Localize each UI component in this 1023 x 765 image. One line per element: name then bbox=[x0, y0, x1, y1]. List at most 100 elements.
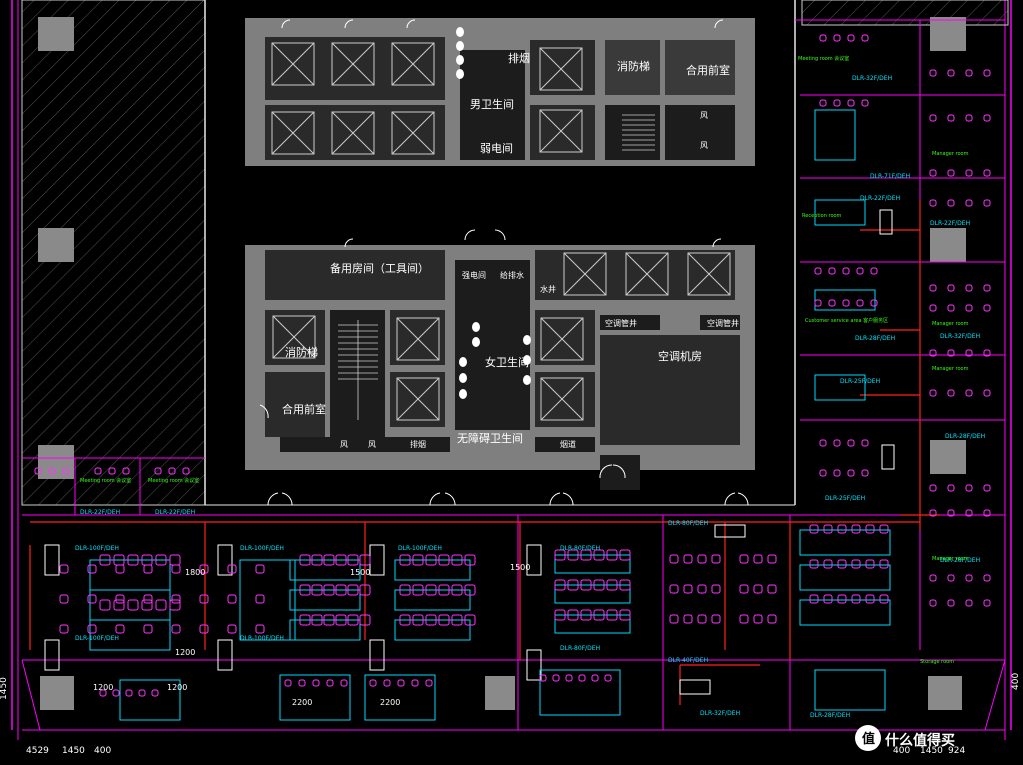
chair bbox=[856, 267, 864, 275]
chair bbox=[171, 594, 181, 604]
equip-label: DLR-22F/DEH bbox=[80, 509, 120, 516]
label-front-room-2: 合用前室 bbox=[282, 402, 326, 416]
chair bbox=[739, 554, 749, 564]
chair bbox=[823, 559, 833, 569]
chair bbox=[425, 614, 437, 626]
chair bbox=[983, 199, 991, 207]
ac-pipe-network bbox=[29, 200, 940, 705]
chair bbox=[299, 614, 311, 626]
chair bbox=[299, 584, 311, 596]
toilet-fixtures bbox=[456, 27, 531, 399]
label-electrical-room: 强电间 bbox=[462, 270, 486, 280]
chair bbox=[870, 267, 878, 275]
chair bbox=[347, 554, 359, 566]
label-water-room: 给排水 bbox=[500, 270, 524, 280]
chair bbox=[819, 34, 827, 42]
elevators-upper bbox=[271, 42, 583, 155]
chair bbox=[833, 469, 841, 477]
chair bbox=[108, 467, 116, 475]
equip-label: DLR-32F/DEH bbox=[852, 75, 892, 82]
label-wind-3: 风 bbox=[340, 440, 348, 449]
chair bbox=[739, 614, 749, 624]
equip-label: DLR-100F/DEH bbox=[240, 545, 284, 552]
dim-desk-2: 1200 bbox=[167, 683, 187, 692]
chair bbox=[929, 284, 937, 292]
label-pipe-well: 水井 bbox=[540, 284, 556, 294]
chair bbox=[399, 584, 411, 596]
chair bbox=[399, 554, 411, 566]
chair bbox=[464, 584, 476, 596]
chair bbox=[879, 559, 889, 569]
chair bbox=[947, 284, 955, 292]
equip-label: DLR-80F/DEH bbox=[560, 545, 600, 552]
chair bbox=[767, 554, 777, 564]
chair bbox=[809, 524, 819, 534]
chair bbox=[842, 267, 850, 275]
chair bbox=[929, 484, 937, 492]
chairs bbox=[34, 34, 991, 697]
chair bbox=[809, 594, 819, 604]
chair bbox=[947, 349, 955, 357]
chair bbox=[127, 554, 139, 566]
label-wind-2: 风 bbox=[700, 141, 708, 150]
room-tag: Storage room bbox=[920, 659, 954, 665]
label-wind-1: 风 bbox=[700, 111, 708, 120]
chair bbox=[383, 679, 391, 687]
chair bbox=[171, 624, 181, 634]
chair bbox=[929, 69, 937, 77]
chair bbox=[591, 674, 599, 682]
chair bbox=[669, 584, 679, 594]
chair bbox=[929, 349, 937, 357]
chair bbox=[947, 304, 955, 312]
chair bbox=[669, 554, 679, 564]
room-tag: Manager room bbox=[932, 366, 969, 372]
chair bbox=[833, 34, 841, 42]
chair bbox=[753, 554, 763, 564]
chair bbox=[983, 574, 991, 582]
equip-label: DLR-32F/DEH bbox=[940, 333, 980, 340]
chair bbox=[48, 467, 56, 475]
chair bbox=[567, 549, 579, 561]
label-weak-elec: 弱电间 bbox=[480, 142, 513, 155]
chair bbox=[347, 614, 359, 626]
label-fire-elevator: 消防梯 bbox=[617, 59, 650, 73]
chair bbox=[359, 584, 371, 596]
chair bbox=[59, 624, 69, 634]
dim-desk-0: 2200 bbox=[292, 698, 312, 707]
chair bbox=[311, 584, 323, 596]
chair bbox=[837, 594, 847, 604]
chair bbox=[141, 554, 153, 566]
chair bbox=[929, 509, 937, 517]
chair bbox=[335, 614, 347, 626]
chair bbox=[833, 99, 841, 107]
chair bbox=[847, 469, 855, 477]
desk-clusters bbox=[89, 109, 891, 721]
label-fire-elevator-2: 消防梯 bbox=[285, 345, 318, 359]
chair bbox=[169, 554, 181, 566]
chair bbox=[143, 624, 153, 634]
chair bbox=[983, 304, 991, 312]
label-male-toilet: 男卫生间 bbox=[470, 97, 514, 111]
chair bbox=[425, 584, 437, 596]
chair bbox=[34, 467, 42, 475]
label-female-toilet: 女卫生间 bbox=[485, 355, 529, 369]
chair bbox=[113, 599, 125, 611]
equip-label: DLR-100F/DEH bbox=[75, 545, 119, 552]
chair bbox=[141, 599, 153, 611]
chair bbox=[847, 439, 855, 447]
chair bbox=[814, 299, 822, 307]
chair bbox=[411, 679, 419, 687]
chair bbox=[833, 439, 841, 447]
chair bbox=[255, 564, 265, 574]
bay-corners bbox=[21, 659, 1006, 731]
label-duct: 烟道 bbox=[560, 439, 576, 449]
chair bbox=[837, 559, 847, 569]
chair bbox=[983, 389, 991, 397]
chair bbox=[947, 114, 955, 122]
chair bbox=[323, 584, 335, 596]
chair bbox=[169, 599, 181, 611]
chair bbox=[753, 614, 763, 624]
chair bbox=[819, 469, 827, 477]
label-spare-room: 备用房间（工具间） bbox=[330, 261, 429, 275]
chair bbox=[125, 689, 133, 697]
